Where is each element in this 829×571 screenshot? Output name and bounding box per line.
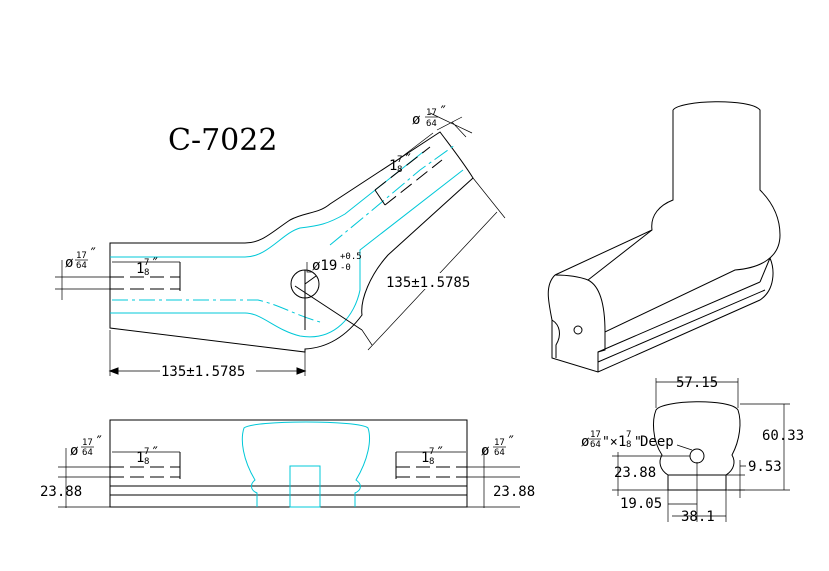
top-left-dia-den: 64 [76,261,87,271]
side-view: ø 17 64 ″ 1 7 8 ″ 23.88 ø 17 64 ″ 1 7 8 … [40,419,535,508]
top-left-len-whole: 1 [136,261,144,277]
profile-view: 57.15 60.33 9.53 23.88 ø 17 64 "× 1 7 8 … [581,375,804,525]
svg-text:″: ″ [95,434,103,450]
svg-text:″: ″ [89,246,97,262]
svg-text:ø: ø [412,112,421,128]
top-view-outline [109,131,474,353]
top-angled-len-den: 8 [397,165,402,175]
angled-length-dim: 135±1.5785 [386,275,470,291]
side-left-len-num: 7 [144,447,149,457]
horizontal-length-dim: 135±1.5785 [161,364,245,380]
svg-text:ø: ø [481,443,490,459]
profile-width-dim: 57.15 [676,375,718,391]
top-left-len-den: 8 [144,268,149,278]
profile-hole-depth-den: 8 [626,440,631,450]
svg-text:″: ″ [151,256,159,272]
side-right-dia-den: 64 [494,448,505,458]
svg-text:ø: ø [581,434,590,450]
top-angled-len-num: 7 [397,155,402,165]
svg-text:ø: ø [70,443,79,459]
top-angled-dia-num: 17 [426,108,437,118]
top-angled-len-whole: 1 [389,158,397,174]
profile-hole-depth-whole: 1 [618,434,626,450]
side-left-dia-num: 17 [82,438,93,448]
profile-base-offset-dim: 19.05 [620,496,662,512]
svg-text:″: ″ [404,152,412,168]
profile-base-width-dim: 38.1 [681,509,715,525]
profile-hole [689,448,705,464]
side-left-dia-den: 64 [82,448,93,458]
svg-text:″: ″ [151,445,159,461]
profile-hole-dia-den: 64 [590,440,601,450]
svg-text:": " [634,435,642,450]
svg-text:″: ″ [507,434,515,450]
profile-groove-dim: 9.53 [748,459,782,475]
side-view-profile [241,421,370,507]
part-number-title: C-7022 [168,123,277,158]
svg-text:ø: ø [65,255,74,271]
side-right-len-den: 8 [429,457,434,467]
top-left-len-num: 7 [144,258,149,268]
svg-text:″: ″ [439,104,447,120]
center-hole-tol-minus: -0 [340,263,351,273]
center-hole-tol-plus: +0.5 [340,252,362,262]
svg-text:″: ″ [436,445,444,461]
side-right-height-dim: 23.88 [493,484,535,500]
top-view-center-profile [110,151,424,258]
svg-text:"×: "× [602,435,618,450]
side-right-len-whole: 1 [421,450,429,466]
profile-hole-dia-num: 17 [590,430,601,440]
side-right-len-num: 7 [429,447,434,457]
profile-hole-depth-label: Deep [640,434,674,450]
side-view-outline [109,419,468,508]
iso-body [547,257,774,373]
side-left-len-whole: 1 [136,450,144,466]
side-left-height-dim: 23.88 [40,484,82,500]
top-view: ø 17 64 ″ 1 7 8 ″ ø 17 64 ″ 1 7 8 ″ ø19 … [55,104,506,380]
iso-neck [672,101,781,236]
profile-hole-height-dim: 23.88 [614,465,656,481]
top-angled-dia-den: 64 [426,119,437,129]
profile-height-dim: 60.33 [762,428,804,444]
iso-hole [573,325,583,335]
top-left-dia-num: 17 [76,251,87,261]
side-left-len-den: 8 [144,457,149,467]
center-hole-label: ø19 [312,258,337,274]
isometric-view [547,101,781,373]
profile-outline [653,401,741,491]
top-angled-hole [374,146,431,191]
side-right-dia-num: 17 [494,438,505,448]
profile-hole-depth-num: 7 [626,430,631,440]
